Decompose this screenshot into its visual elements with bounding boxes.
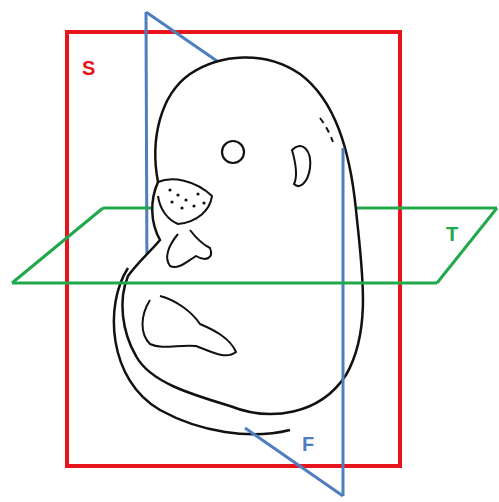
embryo-snout <box>158 179 212 224</box>
plane-label: S <box>82 58 95 78</box>
sagittal-plane <box>67 32 400 466</box>
frontal-plane-edge <box>245 428 343 496</box>
embryo-ear <box>292 146 310 186</box>
transverse-plane-edge <box>12 282 437 285</box>
embryo-hindlimb <box>143 296 237 355</box>
frontal-plane-edge <box>342 148 345 496</box>
embryo-back-mark <box>320 118 333 142</box>
plane-label: T <box>446 224 458 244</box>
embryo-forelimb <box>167 230 211 267</box>
embryo-tail <box>114 268 290 434</box>
embryo-body <box>122 57 363 414</box>
embryo-eye <box>222 141 244 163</box>
transverse-plane-edge <box>437 208 497 283</box>
transverse-plane-edge <box>12 208 103 283</box>
snout-dots <box>168 188 205 209</box>
plane-label: F <box>302 434 314 454</box>
frontal-plane-edge <box>146 12 147 286</box>
